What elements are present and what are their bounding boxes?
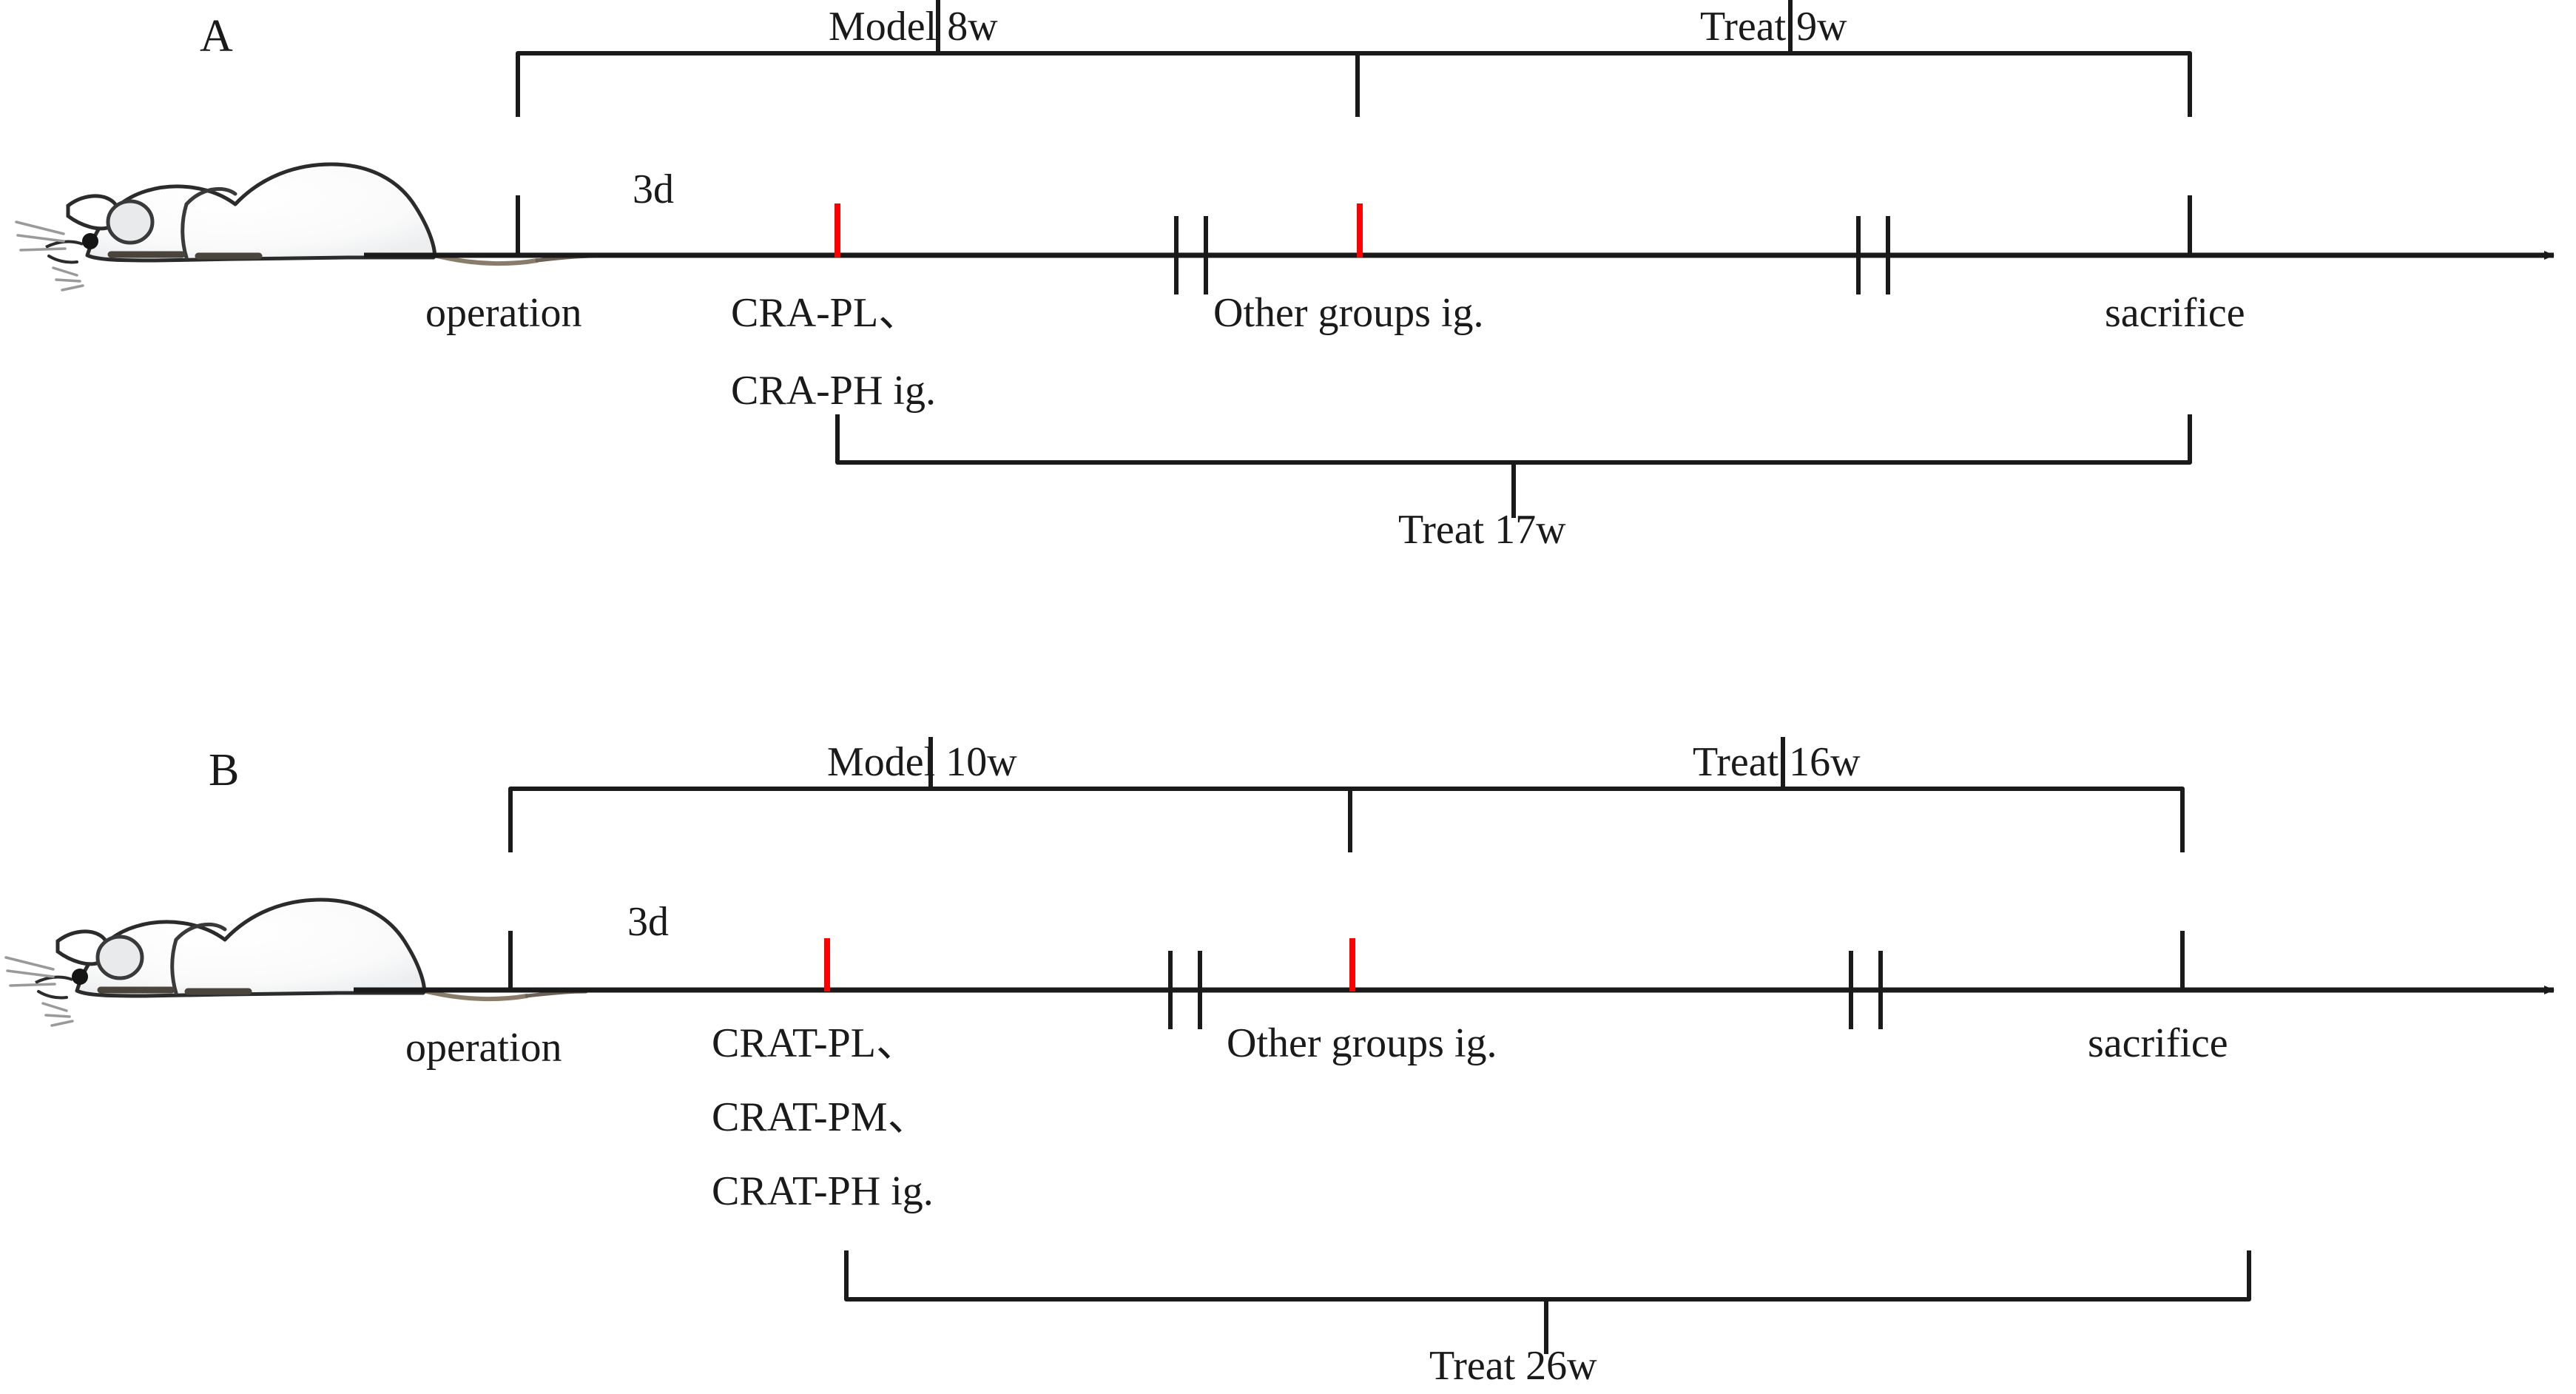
axis-break-a-1 xyxy=(1174,216,1208,294)
bracket-label-treat-a: Treat 9w xyxy=(1700,4,1847,50)
panel-a-group xyxy=(15,0,2555,518)
bracket-model-a xyxy=(516,0,1358,117)
drug-label-b-line2: CRAT-PM、 xyxy=(712,1094,929,1140)
tick-label-sacrifice-a: sacrifice xyxy=(2105,290,2245,336)
bracket-treat-total-b xyxy=(844,1250,2251,1354)
bracket-label-model-b: Model 10w xyxy=(827,739,1017,785)
bracket-label-model-a: Model 8w xyxy=(829,4,998,50)
mouse-illustration-a xyxy=(15,162,599,292)
axis-break-b-2 xyxy=(1849,951,1883,1029)
bracket-treat-total-a xyxy=(835,414,2192,518)
drug-label-b-line1: CRAT-PL、 xyxy=(712,1020,918,1066)
panel-letter-b: B xyxy=(209,745,240,795)
panel-letter-a: A xyxy=(200,11,233,61)
tick-label-sacrifice-b: sacrifice xyxy=(2088,1020,2228,1066)
mouse-illustration-b xyxy=(4,898,588,1027)
interval-label-3d-b: 3d xyxy=(627,899,669,945)
tick-label-other-groups-a: Other groups ig. xyxy=(1213,290,1484,336)
tick-label-operation-a: operation xyxy=(425,290,582,336)
tick-label-other-groups-b: Other groups ig. xyxy=(1227,1020,1497,1066)
axis-break-a-2 xyxy=(1856,216,1890,294)
drug-label-a-line1: CRA-PL、 xyxy=(731,290,920,336)
drug-label-a-line2: CRA-PH ig. xyxy=(731,368,936,414)
axis-break-b-1 xyxy=(1168,951,1202,1029)
tick-label-operation-b: operation xyxy=(405,1025,562,1071)
panel-b-group xyxy=(4,737,2555,1354)
bracket-treat-b xyxy=(1348,737,2185,852)
interval-label-3d-a: 3d xyxy=(633,166,674,212)
drug-label-b-line3: CRAT-PH ig. xyxy=(712,1168,934,1214)
bracket-label-treat-total-b: Treat 26w xyxy=(1429,1343,1597,1389)
bracket-label-treat-total-a: Treat 17w xyxy=(1398,507,1566,553)
bracket-treat-a xyxy=(1355,0,2192,117)
bracket-label-treat-b: Treat 16w xyxy=(1693,739,1861,785)
bracket-model-b xyxy=(508,737,1350,852)
